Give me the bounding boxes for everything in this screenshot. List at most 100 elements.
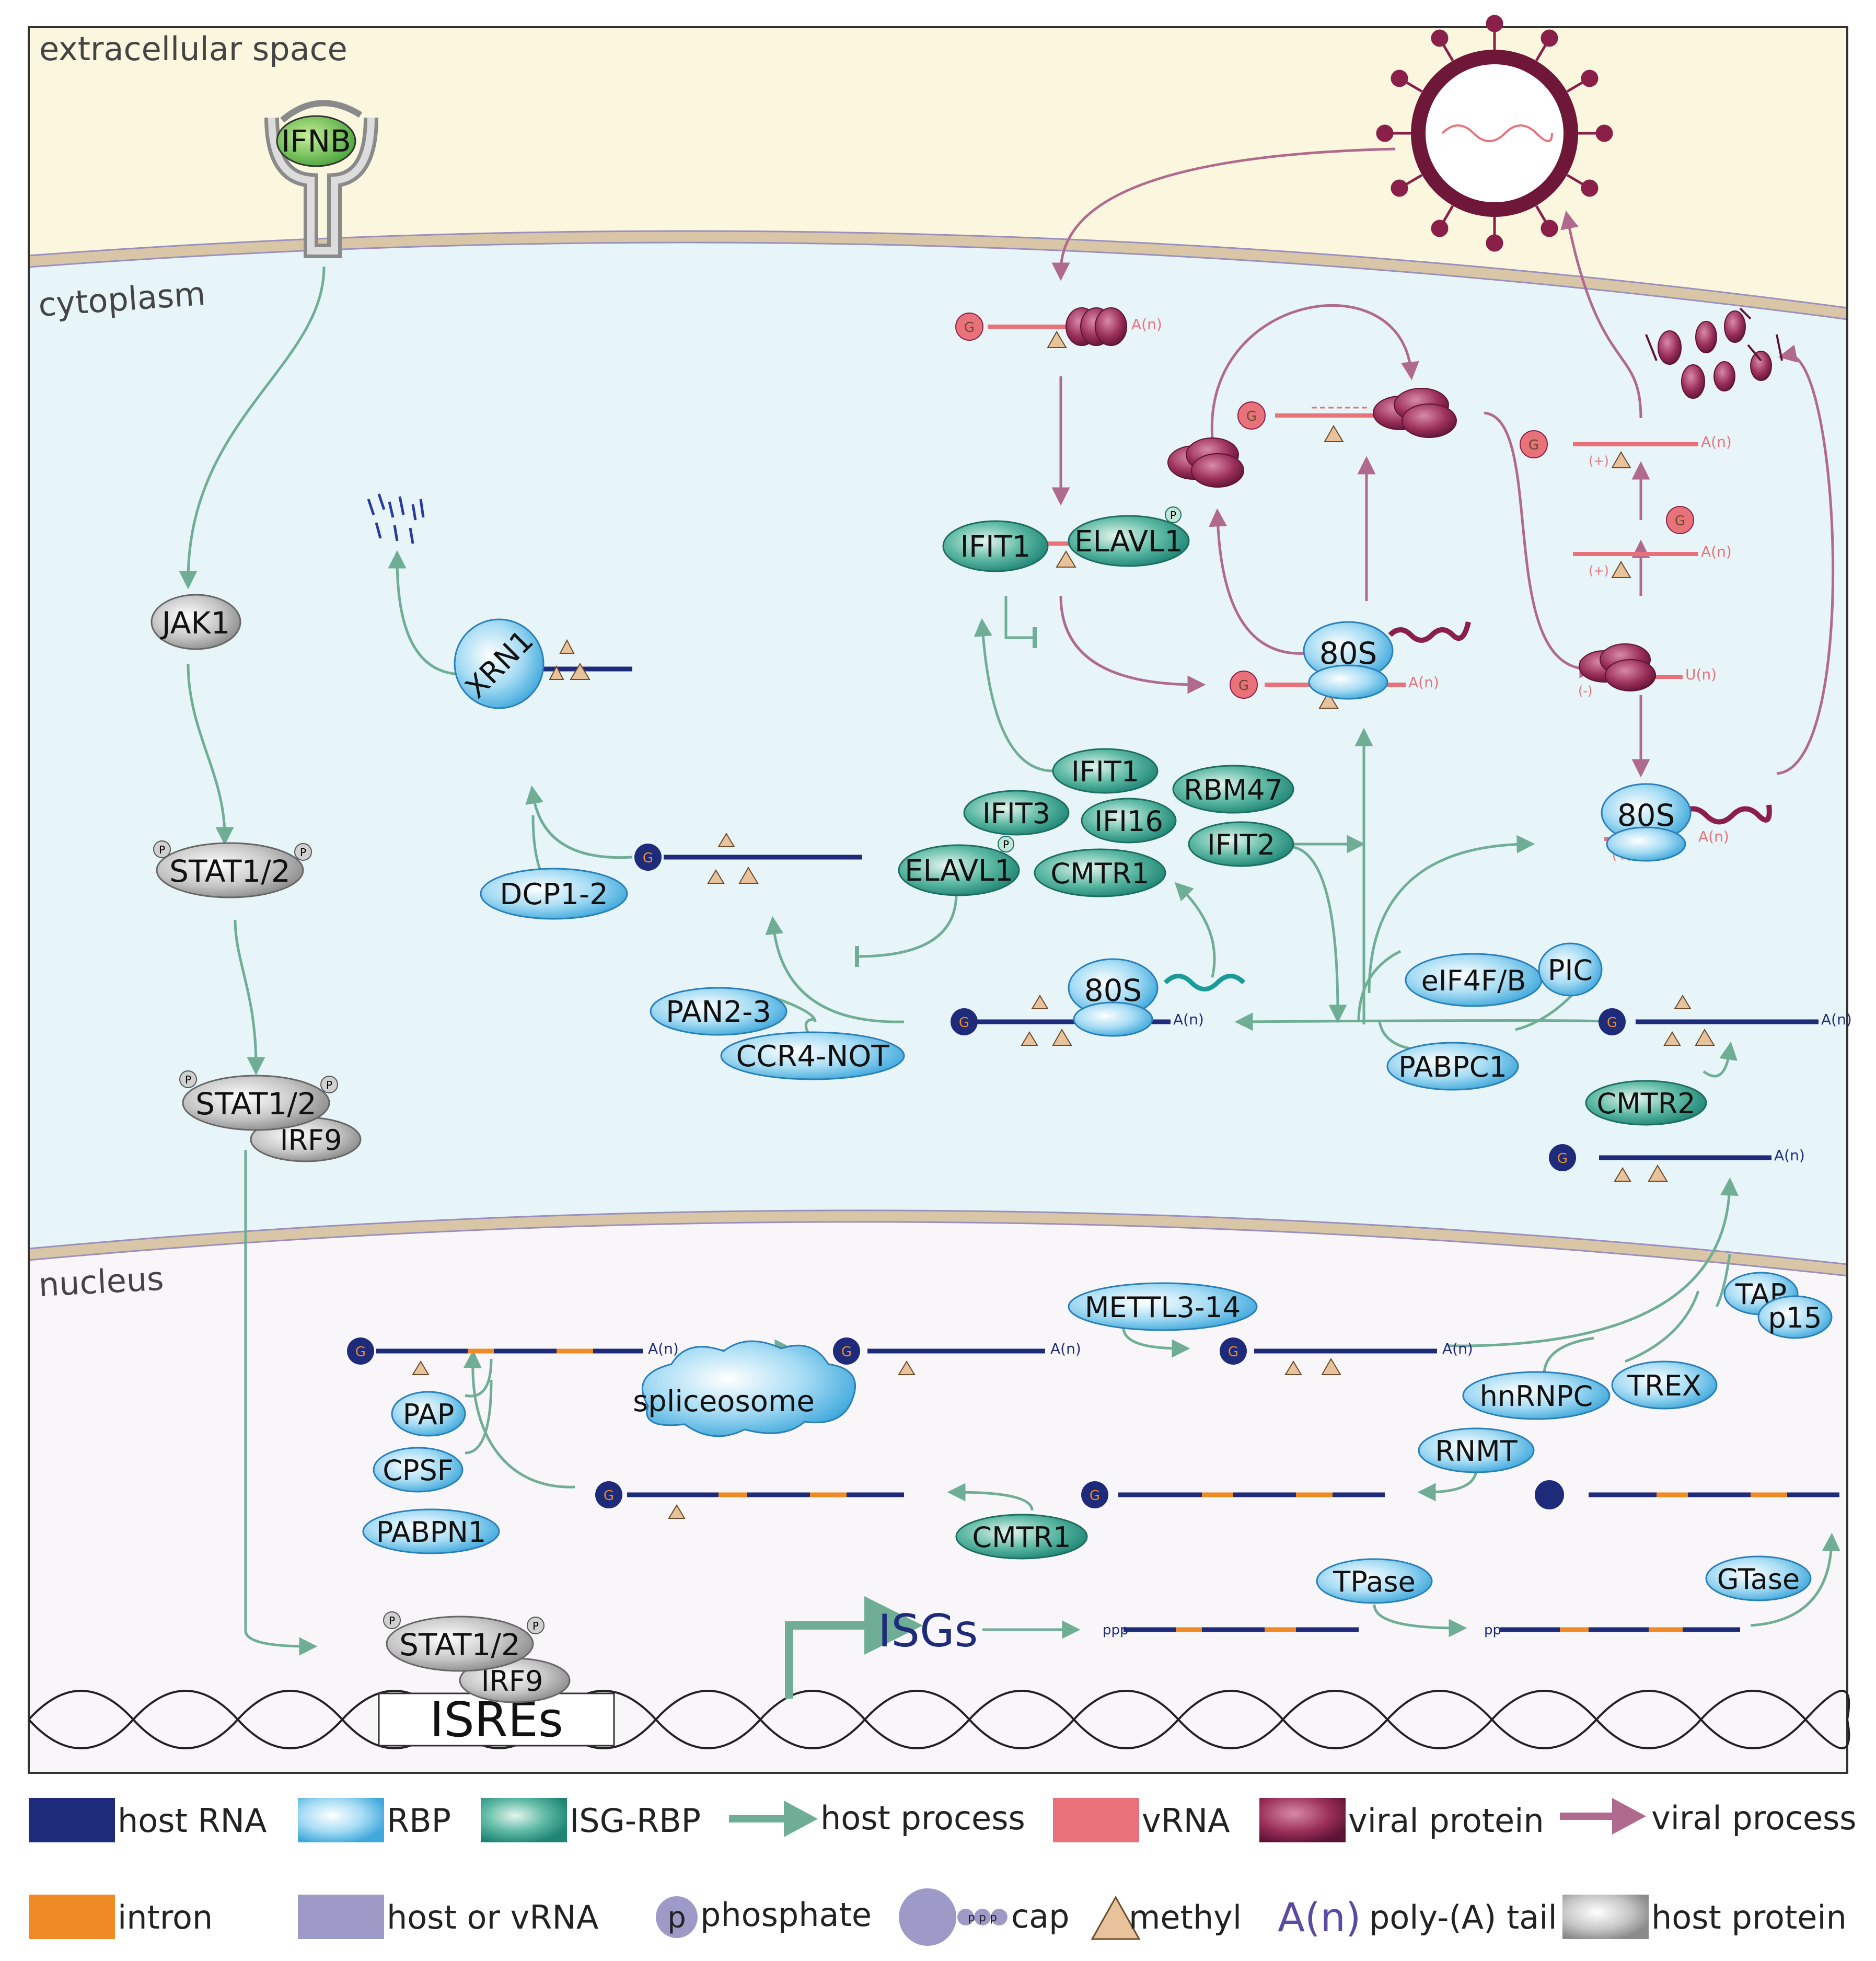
cmtr1-label: CMTR1 [1050, 857, 1149, 890]
legend-item-host-process: host process [729, 1799, 1025, 1837]
stat12-irf9-label: STAT1/2 [195, 1086, 317, 1122]
legend-item-phosphate: p phosphate [656, 1896, 872, 1938]
svg-text:G: G [959, 1015, 969, 1031]
legend-item-host-or-vrna: host or vRNA [298, 1895, 598, 1939]
nascent-rna-diphosphate: pp [1484, 1622, 1740, 1638]
pabpn1-oval [362, 1508, 500, 1554]
svg-text:G: G [1228, 1344, 1238, 1360]
svg-text:G: G [1675, 513, 1685, 529]
pan23-label: PAN2-3 [666, 995, 771, 1029]
hnrnpc-label: hnRNPC [1480, 1380, 1593, 1413]
phosphate-icon [998, 836, 1014, 852]
mrna-initiation: G A(n) [1599, 1008, 1852, 1035]
svg-text:P: P [532, 1620, 539, 1632]
svg-text:phosphate: phosphate [700, 1896, 872, 1934]
spliceosome-blob [641, 1340, 856, 1437]
svg-text:A(n): A(n) [1698, 828, 1729, 845]
arrow-polyadenylation [463, 1349, 575, 1489]
cell-compartments: extracellular space cytoplasm nucleus [28, 26, 1848, 1774]
legend-item-rbp: RBP [298, 1798, 451, 1842]
svg-text:methyl: methyl [1129, 1898, 1242, 1936]
vrna-positive-uncapped: A(n) (+) [1573, 543, 1732, 578]
arrow-stat-to-complex [234, 919, 265, 1076]
svg-text:G: G [1090, 1488, 1100, 1504]
irf9-label: IRF9 [280, 1124, 342, 1157]
tpase-label: TPase [1333, 1565, 1416, 1598]
svg-text:A(n): A(n) [1701, 433, 1732, 451]
nascent-viral-peptide [1678, 804, 1772, 825]
svg-text:A(n): A(n) [1774, 1147, 1805, 1164]
capsid-spikes [1645, 307, 1783, 362]
phosphate-icon [153, 840, 171, 858]
pre-mrna-cap0: G [1081, 1481, 1385, 1508]
stat12-nuclear-label: STAT1/2 [399, 1627, 520, 1663]
jak1-oval [150, 594, 241, 650]
tpase-oval [1316, 1558, 1433, 1604]
arrow-to-translation [1059, 595, 1206, 694]
spliceosome-label: spliceosome [633, 1385, 815, 1418]
cmtr2-label: CMTR2 [1596, 1087, 1695, 1120]
ifit3-label: IFIT3 [982, 797, 1050, 830]
elavl1-label: ELAVL1 [905, 854, 1013, 888]
gtase-oval [1705, 1555, 1812, 1601]
arrow-gtase [1750, 1532, 1840, 1627]
ccr4not-label: CCR4-NOT [736, 1040, 889, 1074]
arrow-to-negstrand-80s [1368, 835, 1535, 994]
svg-text:A(n): A(n) [1131, 316, 1162, 333]
pre-mrna-cap1: G [595, 1481, 904, 1508]
hnrnpc-oval [1462, 1371, 1611, 1420]
arrow-tpase [1373, 1604, 1467, 1637]
svg-text:G: G [604, 1488, 614, 1504]
legend-item-isg-rbp: ISG-RBP [481, 1798, 701, 1842]
svg-text:P: P [300, 846, 306, 859]
stat12-nuclear-oval [386, 1616, 534, 1672]
region-label-extracellular: extracellular space [39, 30, 348, 68]
legend-item-viral-process: viral process [1560, 1798, 1857, 1837]
svg-text:ISG-RBP: ISG-RBP [570, 1802, 701, 1840]
arrow-ifit-binding [974, 618, 1056, 772]
arrow-cmtr2 [1703, 1041, 1738, 1078]
svg-text:G: G [964, 320, 975, 336]
host-rna-strands: G G A(n) G A(n) G A(n) G [347, 493, 1852, 1638]
svg-text:intron: intron [118, 1898, 213, 1936]
ifit1-bound-label: IFIT1 [960, 530, 1030, 564]
arrow-cmtr1-nuclear [947, 1483, 1034, 1511]
ribosome-80s-host: 80S [1068, 958, 1159, 1037]
vrna-positive-capped: G A(n) (+) [1520, 430, 1732, 468]
pabpn1-label: PABPN1 [376, 1516, 486, 1549]
svg-text:P: P [159, 844, 165, 856]
svg-text:G: G [1238, 678, 1249, 694]
svg-text:viral process: viral process [1651, 1799, 1857, 1837]
pap-label: PAP [403, 1398, 455, 1431]
cmtr1-nuclear-oval [955, 1514, 1088, 1560]
phosphate-icon [527, 1617, 545, 1634]
legend-item-methyl: methyl [1091, 1895, 1242, 1940]
eif4fb-label: eIF4F/B [1421, 964, 1526, 997]
pan23-oval [650, 987, 788, 1036]
svg-text:G: G [1557, 1151, 1568, 1167]
p15-oval [1757, 1295, 1833, 1339]
svg-text:A(n): A(n) [648, 1340, 679, 1357]
svg-text:G: G [643, 850, 653, 866]
inhibit-elavl1 [854, 893, 958, 967]
svg-text:poly-(A) tail: poly-(A) tail [1369, 1898, 1557, 1936]
nascent-host-peptide [1163, 974, 1246, 991]
viral-proteins [1066, 307, 1772, 691]
arrow-mettl [1122, 1327, 1190, 1358]
svg-text:(-): (-) [1578, 684, 1592, 698]
arrow-decapping [525, 785, 633, 859]
arrow-translation-initiation [1234, 1012, 1607, 1031]
svg-text:A(n): A(n) [1701, 543, 1732, 560]
ifi16-label: IFI16 [1094, 805, 1163, 838]
svg-text:P: P [326, 1079, 332, 1091]
phosphate-icon [1165, 506, 1182, 523]
svg-text:A(n): A(n) [1173, 1011, 1204, 1028]
ifnb-label: IFNB [281, 123, 351, 159]
trex-oval [1611, 1360, 1718, 1410]
elavl1-bound-label: ELAVL1 [1074, 525, 1183, 559]
arrow-polyprotein [1210, 304, 1419, 440]
ifit2-label: IFIT2 [1207, 828, 1275, 861]
svg-text:A(n): A(n) [1442, 1340, 1473, 1357]
arrow-virus-entry [1051, 147, 1396, 281]
